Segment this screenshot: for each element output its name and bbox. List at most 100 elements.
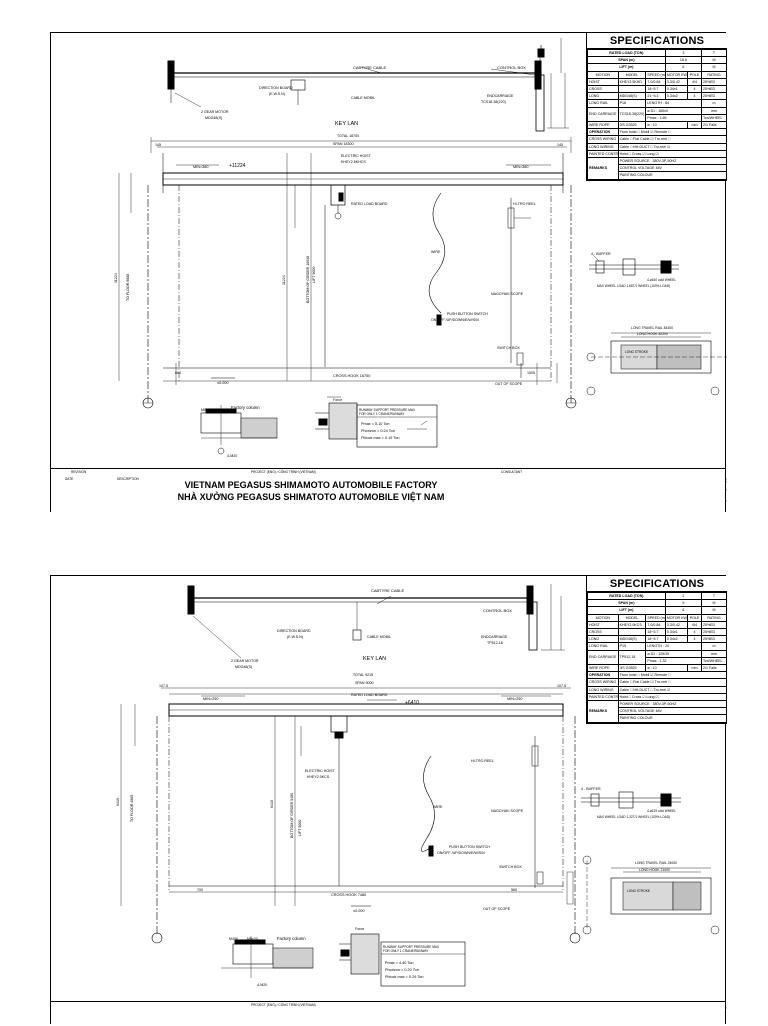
label-wheel-load: MAX WHEEL LOAD 1.65T/1 WHEEL (100% LOAD) xyxy=(597,284,670,288)
title-block-2: PROJECT (ENG) / CÔNG TRÌNH (VIETNAM) xyxy=(51,1001,725,1026)
label2-endcarriage: ENDCARRIAGE xyxy=(481,635,508,639)
label2-p-s: Pblock max = 0.29 Ton xyxy=(385,975,423,979)
label-direction-board-sub: (E.W.S.N) xyxy=(269,92,285,96)
label2-height-total: 6410 xyxy=(116,798,120,806)
label2-long-travel-rail: LONG TRAVEL RAIL 24000 xyxy=(635,861,677,865)
label-control-box: CONTROL BOX xyxy=(497,65,526,70)
label-dim-145-right: 145 xyxy=(557,143,563,147)
label-gear-motor: 2 GEAR MOTOR xyxy=(201,110,229,114)
label2-switch-box: SWITCH BOX xyxy=(499,865,522,869)
label2-wheel-note: 4-ø125 cold WHEEL xyxy=(647,809,676,813)
label2-direction-board-sub: (E.W.S.N) xyxy=(287,635,303,639)
label-min-right: MIN=380 xyxy=(513,165,529,169)
spec2-row-remarks-3: PAINTING COLOUR xyxy=(588,714,728,723)
label2-force: Force xyxy=(355,927,364,931)
label-cabtyre: CABTYRE CABLE xyxy=(353,65,386,70)
label-hi-tro-reel: HI-TRO REEL xyxy=(513,202,536,206)
label2-wire: WIRE xyxy=(433,805,443,809)
label-key-lan: KEY LAN xyxy=(335,121,358,127)
label2-nagoyaki: NAGOYAKI SCOPE xyxy=(491,809,524,813)
label2-support-sub: FOR ONLY 1 CRANE/RUNWAY xyxy=(383,949,429,953)
specs-title: SPECIFICATIONS xyxy=(587,33,727,49)
label-p-h: Phorizon = 0.24 Ton xyxy=(361,429,395,433)
label2-anchor: 4-M20 xyxy=(257,983,267,987)
label-long-hook: LONG HOOK 82200 xyxy=(637,332,668,336)
label2-cross-hook: CROSS HOOK 7480 xyxy=(331,893,366,897)
label-long-travel-rail: LONG TRAVEL RAIL 84300 xyxy=(631,326,673,330)
label-cable-mobil: CABLE MOBIL xyxy=(351,96,375,100)
project-title-vi: NHÀ XƯỞNG PEGASUS SHIMATOTO AUTOMOBILE V… xyxy=(177,492,445,502)
label-electric-hoist: ELECTRIC HOIST xyxy=(341,154,372,158)
label-endcarriage: ENDCARRIAGE xyxy=(487,94,514,98)
label2-buffer: 4 - BUFFER xyxy=(581,787,601,791)
spec-row-remarks-2: CONTROL VOLTAGE 48V xyxy=(588,164,728,173)
label-support-sub: FOR ONLY 1 CRANE/RUNWAY xyxy=(359,412,405,416)
label2-long-hook: LONG HOOK 21000 xyxy=(639,868,670,872)
label2-support-title: RUNWAY SUPPORT PRESSURE MAX xyxy=(383,945,440,949)
project-title: VIETNAM PEGASUS SHIMAMOTO AUTOMOBILE FAC… xyxy=(171,479,451,503)
label-anchor: 4-M20 xyxy=(227,454,237,458)
label-wire: WIRE xyxy=(431,250,441,254)
label-lift: LIFT 9000 xyxy=(312,267,316,283)
label-electric-hoist-model: KHEY2.5KHCS xyxy=(341,160,366,164)
project-title-en: VIETNAM PEGASUS SHIMAMOTO AUTOMOBILE FAC… xyxy=(184,480,438,490)
label2-control-box: CONTROL BOX xyxy=(483,608,512,613)
label2-key-lan: KEY LAN xyxy=(363,656,386,662)
label2-endcarriage-model: TP512-18 xyxy=(487,641,503,645)
label-factory-column: Factory column xyxy=(231,405,260,410)
label-wheel-note: 4-ø160 cold WHEEL xyxy=(647,278,676,282)
label-min-left: MIN=380 xyxy=(193,165,209,169)
label2-height-total-2: 6410 xyxy=(270,800,274,808)
label2-rated-load-board: RATED LOAD BOARD xyxy=(351,693,388,697)
drawing-sheet-2: CABTYRE CABLE CONTROL BOX DIRECTION BOAR… xyxy=(50,575,728,1026)
label-to-floor: TO FLOOR 9888 xyxy=(126,274,130,301)
label2-min-right: MIN=250 xyxy=(507,697,523,701)
label-dim-145-left: 145 xyxy=(155,143,161,147)
label-level: +11224 xyxy=(229,163,246,169)
label2-dim-107-right: 107.5 xyxy=(557,684,566,688)
label2-total: TOTAL 9215 xyxy=(353,673,373,677)
label-nagoyaki: NAGOYAKI SCOPE xyxy=(491,292,524,296)
label2-cable-mobil: CABLE MOBIL xyxy=(367,635,391,639)
label-dim-1505: 1505 xyxy=(527,371,535,375)
label-cross-hook: CROSS HOOK 16750 xyxy=(333,374,370,378)
label2-push-button: PUSH BUTTON SWITCH xyxy=(449,845,490,849)
label2-push-button-sub: ON/OFF /UP/DOWN/E/W/S/N xyxy=(437,851,485,855)
label2-dim-107-left: 107.5 xyxy=(159,684,168,688)
label2-wheel-load: MAX WHEEL LOAD 1.32T/1 WHEEL (100% LOAD) xyxy=(597,815,670,819)
label2-m: M400 xyxy=(229,937,238,941)
label-p-s: Pblock max = 0.19 Ton xyxy=(361,436,399,440)
crane-drawing-2: CABTYRE CABLE CONTROL BOX DIRECTION BOAR… xyxy=(51,584,727,1025)
label-gear-motor-model: MDG48(S) xyxy=(205,116,222,120)
label-switch-box: SWITCH BOX xyxy=(497,346,520,350)
label-height-total-2: 11224 xyxy=(282,275,286,285)
label2-dim-560: 560 xyxy=(511,888,517,892)
label2-cabtyre: CABTYRE CABLE xyxy=(371,588,404,593)
label-buffer: 4 - BUFFER xyxy=(591,252,611,256)
label-push-button: PUSH BUTTON SWITCH xyxy=(447,312,488,316)
label-out-of-scope: OUT OF SCOPE xyxy=(495,382,523,386)
label-direction-board: DIRECTION BOARD xyxy=(259,86,293,90)
